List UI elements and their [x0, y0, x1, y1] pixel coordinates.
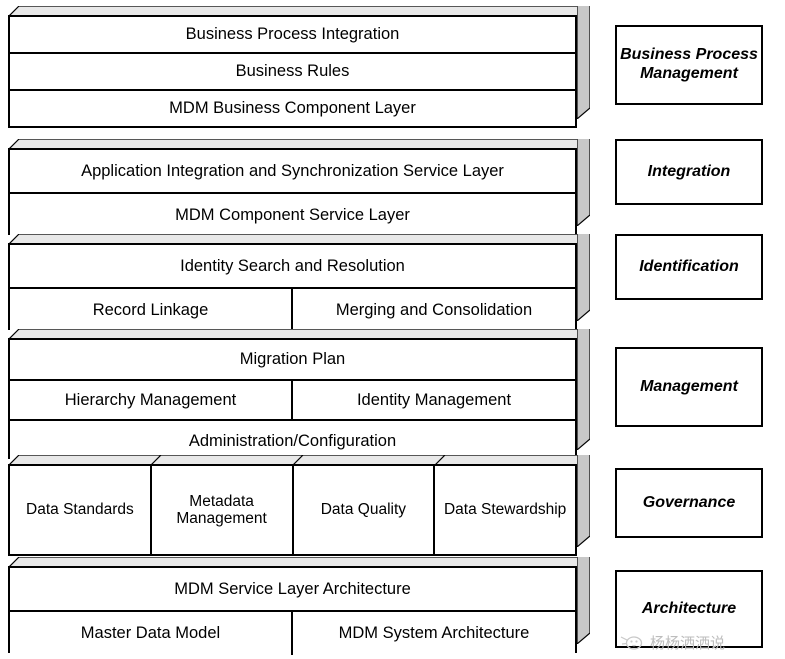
layer-stack: MDM Service Layer Architecture Master Da… [8, 566, 577, 655]
layer-cell[interactable]: Identity Management [356, 390, 512, 409]
layer-cell[interactable]: Business Rules [235, 62, 350, 81]
layer-row: Migration Plan [10, 340, 575, 381]
layer-group-governance: Data Standards Metadata Management Data … [8, 455, 590, 556]
layer-stack: Business Process Integration Business Ru… [8, 15, 577, 128]
side-label-identification[interactable]: Identification [615, 234, 763, 300]
side-label-architecture[interactable]: Architecture [615, 570, 763, 648]
layer-row: Data Standards Metadata Management Data … [10, 466, 575, 554]
layer-cell[interactable]: Data Quality [294, 466, 436, 554]
layer-cell[interactable]: MDM Service Layer Architecture [174, 579, 411, 598]
layer-group-integration: Application Integration and Synchronizat… [8, 139, 590, 237]
layer-cell[interactable]: Business Process Integration [185, 25, 400, 44]
layer-cell[interactable]: Data Stewardship [443, 501, 567, 519]
layer-stack: Data Standards Metadata Management Data … [8, 464, 577, 556]
layer-cell[interactable]: MDM Business Component Layer [169, 99, 416, 118]
side-label-business-process-management[interactable]: Business Process Management [615, 25, 763, 105]
layer-row: Business Rules [10, 54, 575, 91]
side-label-integration[interactable]: Integration [615, 139, 763, 205]
layer-group-architecture: MDM Service Layer Architecture Master Da… [8, 557, 590, 655]
layer-group-business-process-management: Business Process Integration Business Ru… [8, 6, 590, 128]
group-side-face [577, 455, 590, 547]
layer-row: MDM Service Layer Architecture [10, 568, 575, 612]
layer-stack: Identity Search and Resolution Record Li… [8, 243, 577, 332]
layer-group-management: Migration Plan Hierarchy Management Iden… [8, 329, 590, 461]
side-label-governance[interactable]: Governance [615, 468, 763, 538]
layer-row: Record Linkage Merging and Consolidation [10, 289, 575, 332]
layer-row: MDM Component Service Layer [10, 194, 575, 237]
layer-cell[interactable]: Application Integration and Synchronizat… [81, 161, 504, 180]
layer-cell[interactable]: MDM Component Service Layer [175, 206, 410, 225]
group-side-face [577, 6, 590, 119]
layer-cell[interactable]: Migration Plan [239, 350, 346, 369]
layer-cell[interactable]: MDM System Architecture [338, 624, 530, 643]
layer-cell[interactable]: Master Data Model [10, 612, 293, 655]
layer-row: MDM Business Component Layer [10, 91, 575, 126]
layer-row: Identity Search and Resolution [10, 245, 575, 289]
group-side-face [577, 139, 590, 226]
layer-cell[interactable]: Data Standards [10, 466, 152, 554]
layer-row: Business Process Integration [10, 17, 575, 54]
layer-row: Administration/Configuration [10, 421, 575, 461]
layer-cell[interactable]: Record Linkage [10, 289, 293, 332]
layer-cell[interactable]: Hierarchy Management [10, 381, 293, 419]
layer-row: Master Data Model MDM System Architectur… [10, 612, 575, 655]
layer-stack: Application Integration and Synchronizat… [8, 148, 577, 237]
layer-stack: Migration Plan Hierarchy Management Iden… [8, 338, 577, 461]
layer-cell[interactable]: Identity Search and Resolution [180, 256, 405, 275]
layer-row: Hierarchy Management Identity Management [10, 381, 575, 421]
layer-cell[interactable]: Metadata Management [152, 466, 294, 554]
layer-cell[interactable]: Administration/Configuration [188, 431, 397, 450]
group-side-face [577, 234, 590, 321]
layer-group-identification: Identity Search and Resolution Record Li… [8, 234, 590, 332]
side-label-management[interactable]: Management [615, 347, 763, 427]
group-side-face [577, 557, 590, 644]
layer-row: Application Integration and Synchronizat… [10, 150, 575, 194]
layer-cell[interactable]: Merging and Consolidation [335, 301, 533, 320]
group-side-face [577, 329, 590, 450]
